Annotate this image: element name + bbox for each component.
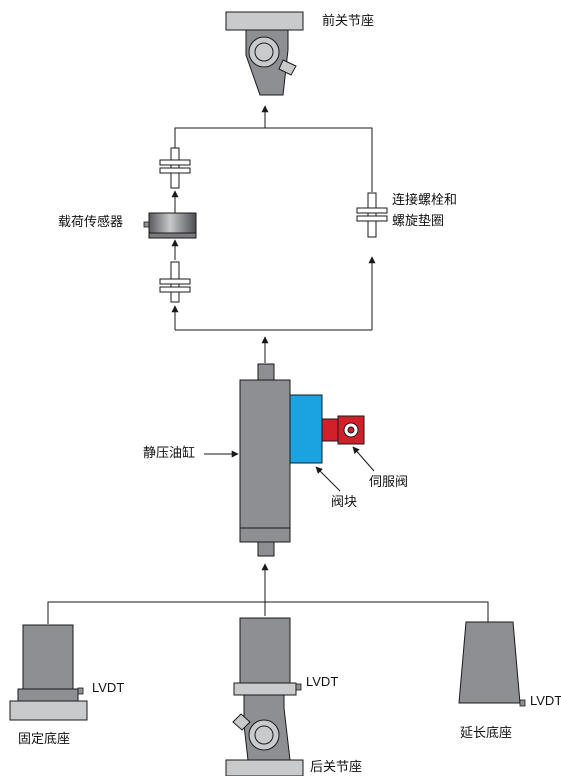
label-lvdt-center: LVDT	[306, 674, 339, 689]
servo-valve	[321, 415, 365, 445]
right-bolt-symbol	[356, 192, 388, 238]
label-extended-base: 延长底座	[460, 726, 513, 741]
valve-block	[289, 394, 323, 464]
label-load-cell: 载荷传感器	[58, 215, 124, 230]
left-branch	[143, 147, 197, 330]
label-lvdt-left: LVDT	[92, 680, 125, 695]
fixed-base	[9, 624, 88, 721]
label-servo-valve: 伺服阀	[369, 475, 409, 490]
callout-arrows	[204, 446, 375, 492]
label-bolt-washer-line1: 连接螺栓和	[392, 193, 458, 208]
cylinder-connection-lines	[175, 329, 372, 363]
label-bolt-washer-line2: 螺旋垫圈	[392, 214, 445, 229]
label-front-joint-base: 前关节座	[322, 14, 375, 29]
upper-bolt-symbol	[159, 147, 191, 189]
label-valve-block: 阀块	[331, 495, 358, 510]
label-fixed-base: 固定底座	[18, 732, 71, 747]
hydrostatic-cylinder	[239, 363, 291, 557]
lower-connection-lines	[47, 563, 489, 624]
extended-base	[458, 621, 526, 707]
load-cell	[143, 212, 197, 239]
label-hydrostatic-cylinder: 静压油缸	[143, 446, 196, 461]
upper-connection-lines	[174, 105, 373, 192]
label-rear-joint-base: 后关节座	[310, 760, 363, 775]
rear-joint-base	[225, 617, 304, 776]
label-lvdt-right: LVDT	[530, 693, 561, 708]
right-branch	[356, 192, 388, 330]
front-joint-base	[225, 11, 304, 96]
lower-bolt-symbol	[159, 261, 191, 303]
